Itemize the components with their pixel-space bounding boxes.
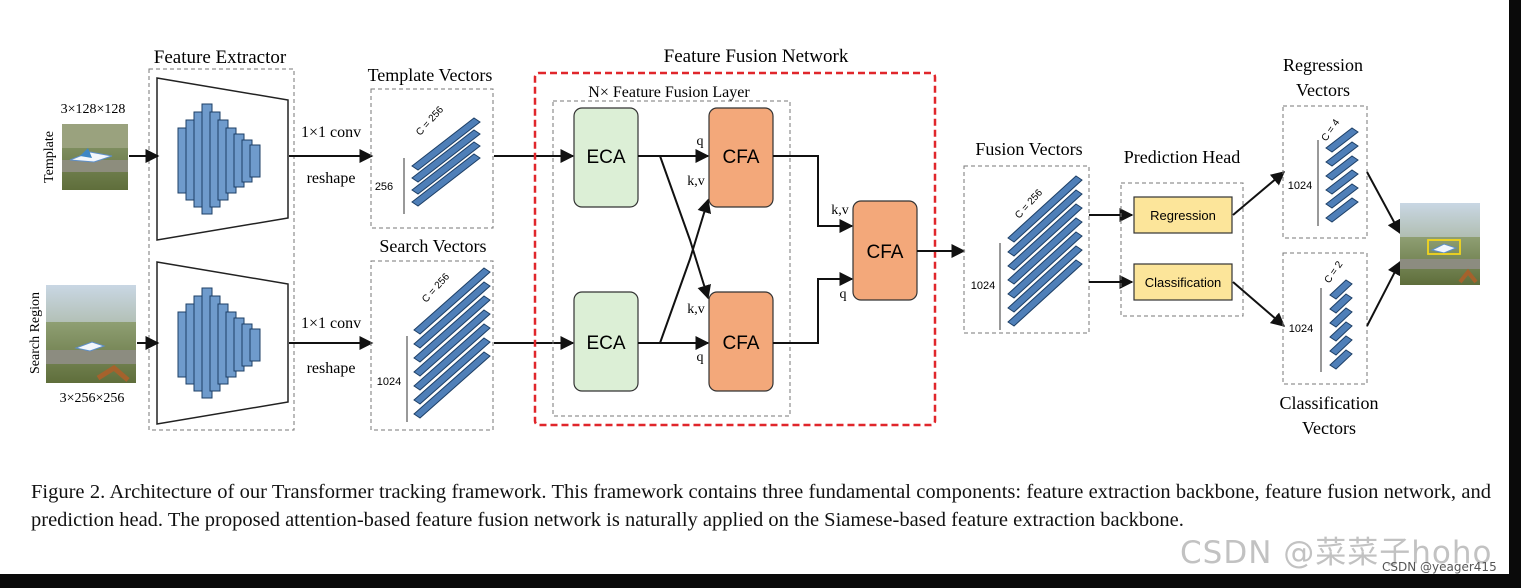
search-region-label: Search Region xyxy=(28,292,43,374)
conv-label-top: 1×1 conv xyxy=(301,124,361,141)
search-vectors-title: Search Vectors xyxy=(379,236,486,256)
eca-block-top xyxy=(573,107,639,208)
cnn-trapezoid-top xyxy=(156,77,289,241)
q-final-label: q xyxy=(840,287,847,302)
architecture-diagram: Feature Extractor 3×128×128 Template Sea… xyxy=(28,46,1480,438)
arrow-cfa-bottom-to-final xyxy=(773,272,854,344)
right-border xyxy=(1509,0,1521,588)
arrow-classification-vectors-to-output xyxy=(1366,260,1401,327)
arrow-cfa-top-to-final xyxy=(773,155,854,233)
bottom-border xyxy=(0,574,1521,588)
template-vectors-box xyxy=(370,88,494,229)
classification-channels-label: C = 2 xyxy=(1323,259,1346,285)
template-image xyxy=(62,124,128,190)
q-top-label: q xyxy=(697,134,704,149)
cnn-layers-bottom xyxy=(177,287,261,399)
cfa-bottom-label: CFA xyxy=(723,333,760,354)
kv-top-label: k,v xyxy=(687,174,705,189)
fusion-vector-bars xyxy=(1007,175,1083,327)
arrow-eca-bottom-to-cfa-top xyxy=(659,198,712,344)
figure-caption: Figure 2. Architecture of our Transforme… xyxy=(31,481,1491,531)
classification-block-label: Classification xyxy=(1145,275,1222,290)
kv-bottom-label: k,v xyxy=(687,302,705,317)
search-image xyxy=(46,285,136,383)
fusion-layer-box xyxy=(552,100,791,417)
regression-block xyxy=(1133,196,1233,234)
template-channels-label: C = 256 xyxy=(414,104,446,138)
fusion-vectors-title: Fusion Vectors xyxy=(975,139,1082,159)
arrow-regression-to-vectors xyxy=(1232,171,1286,216)
template-size-label: 3×128×128 xyxy=(61,102,126,117)
regression-vectors-title-1: Regression xyxy=(1283,55,1363,75)
q-bottom-label: q xyxy=(697,350,704,365)
feature-fusion-network-title: Feature Fusion Network xyxy=(664,46,849,67)
regression-vector-bars xyxy=(1325,127,1359,223)
classification-block xyxy=(1133,263,1233,301)
search-vector-bars xyxy=(413,267,491,419)
regression-length-label: 1024 xyxy=(1288,180,1312,192)
cnn-trapezoid-bottom xyxy=(156,261,289,425)
feature-extractor-title: Feature Extractor xyxy=(154,47,287,68)
cfa-final-label: CFA xyxy=(867,242,904,263)
cfa-top-label: CFA xyxy=(723,147,760,168)
regression-block-label: Regression xyxy=(1150,208,1216,223)
regression-vectors-title-2: Vectors xyxy=(1296,80,1350,100)
prediction-head-box xyxy=(1120,182,1244,317)
classification-vectors-box xyxy=(1282,252,1368,385)
arrow-eca-top-to-cfa-bottom xyxy=(659,155,711,300)
eca-block-bottom xyxy=(573,291,639,392)
classification-vectors-title-1: Classification xyxy=(1280,393,1379,413)
kv-final-label: k,v xyxy=(831,203,849,218)
template-label: Template xyxy=(42,131,57,183)
template-vector-bars xyxy=(411,117,481,207)
template-vectors-title: Template Vectors xyxy=(368,65,493,85)
arrow-classification-to-vectors xyxy=(1232,281,1286,327)
reshape-label-bottom: reshape xyxy=(307,360,356,377)
classification-vector-bars xyxy=(1329,279,1353,370)
watermark: CSDN @菜菜子hoho xyxy=(1180,535,1493,571)
classification-vectors-title-2: Vectors xyxy=(1302,418,1356,438)
output-image xyxy=(1400,203,1480,285)
prediction-head-title: Prediction Head xyxy=(1124,147,1240,167)
cnn-layers-top xyxy=(177,103,261,215)
conv-label-bottom: 1×1 conv xyxy=(301,315,361,332)
arrow-regression-vectors-to-output xyxy=(1366,171,1401,235)
reshape-label-top: reshape xyxy=(307,170,356,187)
search-length-label: 1024 xyxy=(377,376,401,388)
search-vectors-box xyxy=(370,260,494,431)
search-size-label: 3×256×256 xyxy=(60,391,125,406)
eca-bottom-label: ECA xyxy=(586,333,625,354)
feature-extractor-box xyxy=(148,68,295,431)
eca-top-label: ECA xyxy=(586,147,625,168)
fusion-vectors-box xyxy=(963,165,1090,334)
fusion-layer-title: N× Feature Fusion Layer xyxy=(588,84,750,101)
classification-length-label: 1024 xyxy=(1289,323,1313,335)
watermark-small: CSDN @yeager415 xyxy=(1382,560,1497,574)
fusion-length-label: 1024 xyxy=(971,280,995,292)
template-length-label: 256 xyxy=(375,181,393,193)
